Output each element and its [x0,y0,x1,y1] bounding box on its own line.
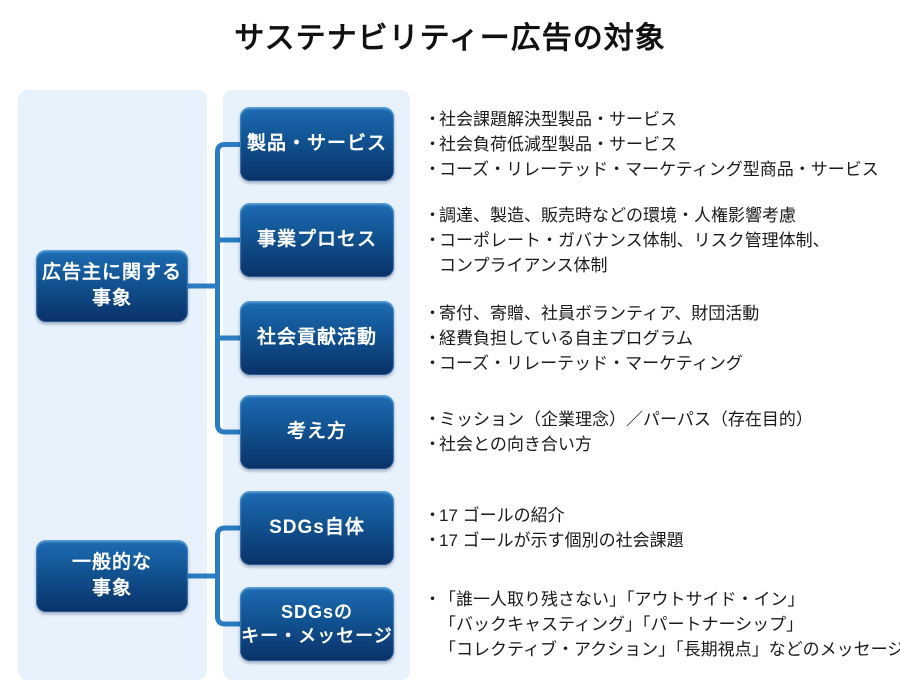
bullet-text: コーポレート・ガバナンス体制、リスク管理体制、 [439,231,830,250]
bullet-line: ・ 調達、製造、販売時などの環境・人権影響考慮 [424,203,896,228]
bullet-line: ・ 経費負担している自主プログラム [424,326,896,351]
child-box-label-line: SDGsの [280,602,354,622]
child-box-business-process: 事業プロセス [240,203,394,277]
bullet-line: ・ 「誰一人取り残さない」「アウトサイド・イン」 [424,587,896,612]
child-box-sdgs-itself: SDGs自体 [240,491,394,565]
bullet-line: ・ ミッション（企業理念）／パーパス（存在目的） [424,407,896,432]
bullet-marker: ・ [424,354,441,373]
bullet-marker: ・ [424,531,441,550]
bullet-text: コンプライアンス体制 [439,256,608,275]
bullet-text: コーズ・リレーテッド・マーケティング [439,354,743,373]
bullet-marker: ・ [424,506,441,525]
child-box-sdgs-key-message: SDGsの キー・メッセージ [240,587,394,661]
child-box-label-line: 事業プロセス [256,229,377,250]
bullet-marker: ・ [424,410,441,429]
parent-box-general-matters: 一般的な 事象 [36,540,188,612]
bullet-line: ・ コーズ・リレーテッド・マーケティング型商品・サービス [424,157,896,182]
bullet-line: コンプライアンス体制 [424,253,896,278]
child-box-label-line: 考え方 [286,421,347,442]
bullet-text: 「コレクティブ・アクション」「長期視点」などのメッセージ [439,640,900,659]
bullet-text: 調達、製造、販売時などの環境・人権影響考慮 [439,206,796,225]
child-box-label-line: 製品・サービス [246,133,387,154]
middle-group-panel [223,90,410,680]
bullet-marker: ・ [424,590,441,609]
bullet-group-business-process: ・ 調達、製造、販売時などの環境・人権影響考慮 ・ コーポレート・ガバナンス体制… [424,203,896,278]
bullet-marker: ・ [424,160,441,179]
child-box-label-line: キー・メッセージ [241,626,393,646]
bullet-marker: ・ [424,135,441,154]
bullet-marker: ・ [424,304,441,323]
bullet-group-social-contribution: ・ 寄付、寄贈、社員ボランティア、財団活動 ・ 経費負担している自主プログラム … [424,301,896,376]
bullet-text: 社会負荷低減型製品・サービス [439,135,677,154]
bullet-line: 「コレクティブ・アクション」「長期視点」などのメッセージ [424,637,900,662]
child-box-label-line: SDGs自体 [269,517,365,538]
bullet-line: ・ 社会との向き合い方 [424,432,896,457]
bullet-group-products-services: ・ 社会課題解決型製品・サービス ・ 社会負荷低減型製品・サービス ・ コーズ・… [424,107,896,182]
parent-box-label-line: 事象 [91,288,132,309]
parent-box-advertiser-matters: 広告主に関する 事象 [36,250,188,322]
bullet-text: 寄付、寄贈、社員ボランティア、財団活動 [439,304,760,323]
bullet-line: ・ コーポレート・ガバナンス体制、リスク管理体制、 [424,228,896,253]
bullet-marker: ・ [424,206,441,225]
bullet-line: ・ 社会課題解決型製品・サービス [424,107,896,132]
parent-box-label-line: 一般的な [71,552,152,573]
bracket-advertiser [215,142,248,435]
child-box-label-line: 社会貢献活動 [256,327,377,348]
bullet-marker: ・ [424,110,441,129]
bullet-line: ・ 社会負荷低減型製品・サービス [424,132,896,157]
bullet-line: 「バックキャスティング」「パートナーシップ」 [424,612,896,637]
bullet-marker [424,637,439,662]
page-title: サステナビリティー広告の対象 [234,22,666,55]
bullet-marker [424,253,439,278]
bullet-group-sdgs-itself: ・ 17 ゴールの紹介 ・ 17 ゴールが示す個別の社会課題 [424,503,896,553]
bullet-text: 社会課題解決型製品・サービス [439,110,677,129]
bullet-line: ・ 17 ゴールが示す個別の社会課題 [424,528,896,553]
bullet-text: 経費負担している自主プログラム [439,329,693,348]
child-box-philosophy: 考え方 [240,395,394,469]
bullet-text: 17 ゴールが示す個別の社会課題 [439,531,684,550]
parent-box-label-line: 広告主に関する [41,262,182,283]
bullet-group-philosophy: ・ ミッション（企業理念）／パーパス（存在目的） ・ 社会との向き合い方 [424,407,896,457]
bullet-text: 「バックキャスティング」「パートナーシップ」 [439,615,804,634]
bullet-line: ・ 寄付、寄贈、社員ボランティア、財団活動 [424,301,896,326]
parent-box-label-line: 事象 [91,578,132,599]
bullet-text: 17 ゴールの紹介 [439,506,565,525]
bullet-text: 社会との向き合い方 [439,435,592,454]
bullet-marker: ・ [424,231,441,250]
bullet-text: 「誰一人取り残さない」「アウトサイド・イン」 [439,590,805,609]
child-box-products-services: 製品・サービス [240,107,394,181]
bullet-marker [424,612,439,637]
bullet-line: ・ 17 ゴールの紹介 [424,503,896,528]
bullet-marker: ・ [424,329,441,348]
bullet-marker: ・ [424,435,441,454]
bullet-text: コーズ・リレーテッド・マーケティング型商品・サービス [439,160,879,179]
bullet-group-sdgs-key-message: ・ 「誰一人取り残さない」「アウトサイド・イン」 「バックキャスティング」「パー… [424,587,900,662]
bullet-line: ・ コーズ・リレーテッド・マーケティング [424,351,896,376]
bullet-text: ミッション（企業理念）／パーパス（存在目的） [439,410,813,429]
child-box-social-contribution: 社会貢献活動 [240,301,394,375]
